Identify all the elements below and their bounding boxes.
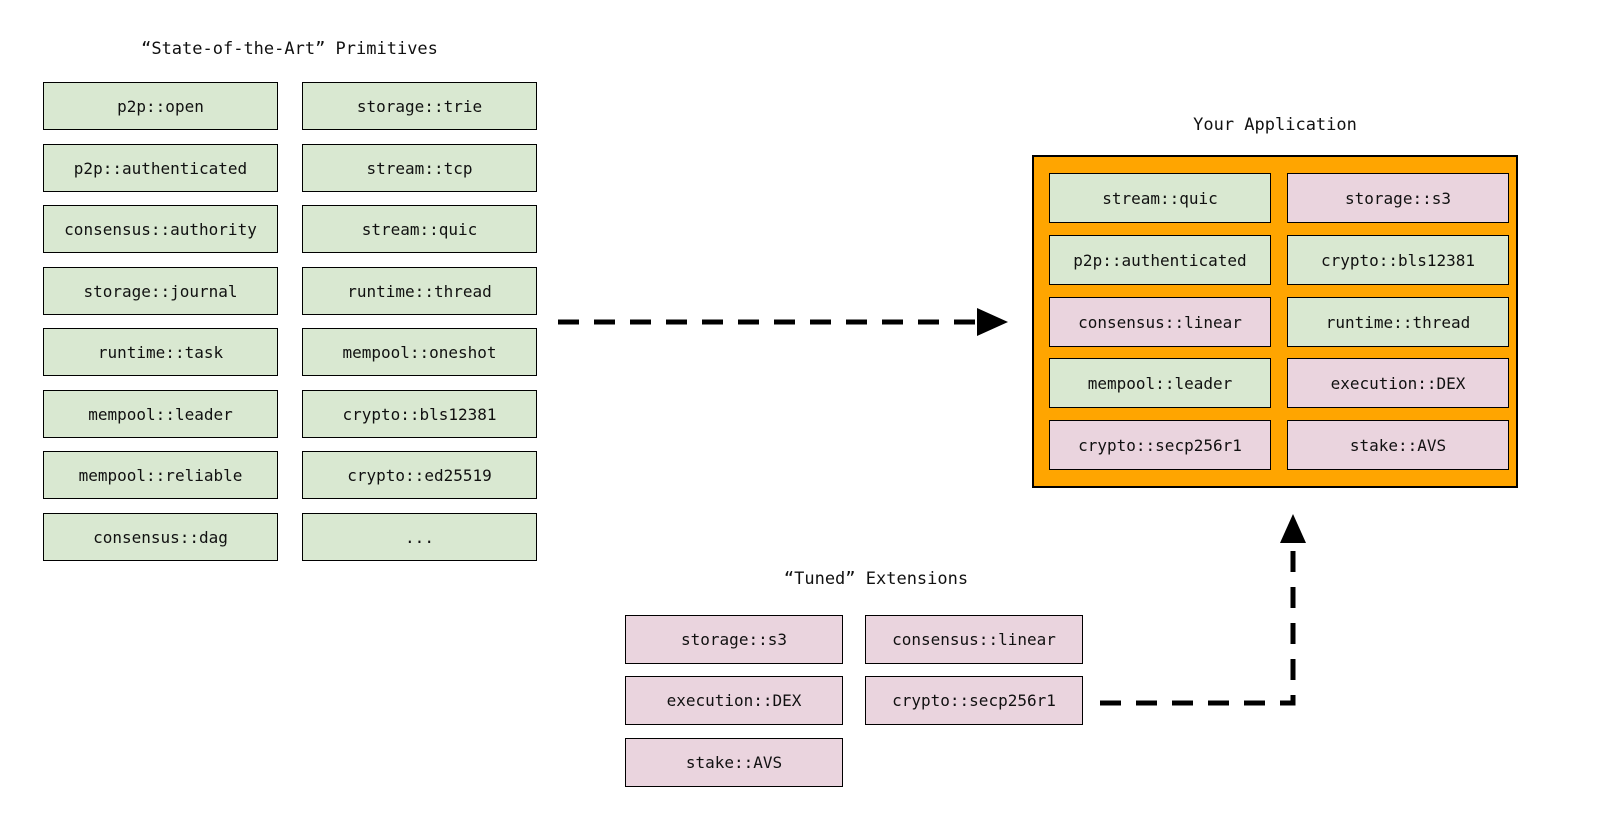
extensions-title: “Tuned” Extensions [783, 569, 969, 589]
app-box-runtime-thread: runtime::thread [1287, 297, 1509, 347]
arrowhead-up-icon [1280, 514, 1306, 543]
primitive-box-crypto-ed25519: crypto::ed25519 [302, 451, 537, 499]
primitive-box-p2p-open: p2p::open [43, 82, 278, 130]
primitives-title: “State-of-the-Art” Primitives [141, 39, 438, 59]
primitive-box-storage-trie: storage::trie [302, 82, 537, 130]
primitive-box-p2p-authenticated: p2p::authenticated [43, 144, 278, 192]
app-box-crypto-bls12381: crypto::bls12381 [1287, 235, 1509, 285]
app-box-storage-s3: storage::s3 [1287, 173, 1509, 223]
primitive-box-runtime-task: runtime::task [43, 328, 278, 376]
ext-box-crypto-secp256r1: crypto::secp256r1 [865, 676, 1083, 725]
arrow-extensions-to-application [1100, 514, 1306, 706]
primitive-box-stream-tcp: stream::tcp [302, 144, 537, 192]
ext-box-execution-dex: execution::DEX [625, 676, 843, 725]
primitive-box-consensus-authority: consensus::authority [43, 205, 278, 253]
app-box-crypto-secp256r1: crypto::secp256r1 [1049, 420, 1271, 470]
arrowhead-right-icon [977, 308, 1008, 336]
primitive-box-storage-journal: storage::journal [43, 267, 278, 315]
app-box-execution-dex: execution::DEX [1287, 358, 1509, 408]
app-box-mempool-leader: mempool::leader [1049, 358, 1271, 408]
app-box-p2p-authenticated: p2p::authenticated [1049, 235, 1271, 285]
arrow-primitives-to-application [558, 308, 1008, 336]
primitive-box-mempool-reliable: mempool::reliable [43, 451, 278, 499]
app-box-stake-avs: stake::AVS [1287, 420, 1509, 470]
ext-box-stake-avs: stake::AVS [625, 738, 843, 787]
app-box-stream-quic: stream::quic [1049, 173, 1271, 223]
primitive-box-mempool-oneshot: mempool::oneshot [302, 328, 537, 376]
app-box-consensus-linear: consensus::linear [1049, 297, 1271, 347]
primitive-box-mempool-leader: mempool::leader [43, 390, 278, 438]
primitive-box-crypto-bls12381: crypto::bls12381 [302, 390, 537, 438]
primitive-box-runtime-thread: runtime::thread [302, 267, 537, 315]
ext-box-consensus-linear: consensus::linear [865, 615, 1083, 664]
application-title: Your Application [1193, 115, 1357, 135]
ext-box-storage-s3: storage::s3 [625, 615, 843, 664]
primitive-box-ellipsis: ... [302, 513, 537, 561]
primitive-box-consensus-dag: consensus::dag [43, 513, 278, 561]
primitive-box-stream-quic: stream::quic [302, 205, 537, 253]
